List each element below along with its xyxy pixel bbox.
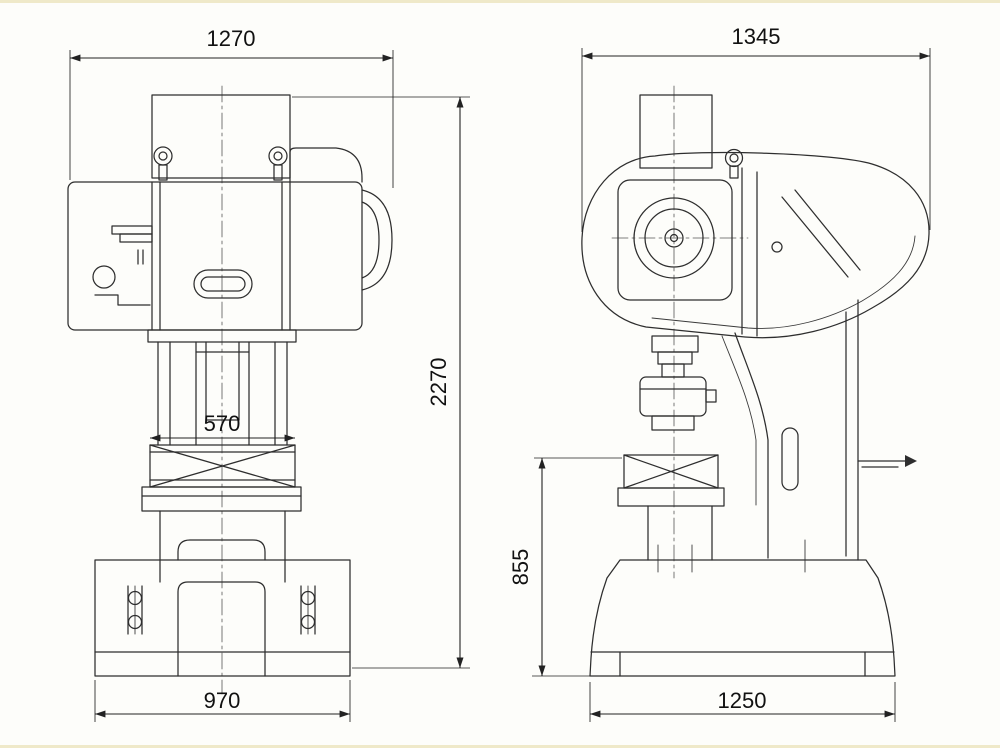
dimension-label-front-base-width: 970 <box>204 688 241 713</box>
scan-edge-bottom <box>0 745 1000 748</box>
front-base <box>94 559 351 677</box>
dimension-overall-height: 2270 <box>292 96 470 669</box>
anchor-slot-right <box>300 585 316 635</box>
c-frame <box>721 241 859 561</box>
side-shaft-details <box>92 225 153 306</box>
column-section <box>147 329 297 446</box>
head-body <box>67 147 393 331</box>
dimension-label-overall-height: 2270 <box>426 358 451 407</box>
side-table <box>617 487 725 507</box>
side-lever <box>857 455 917 468</box>
bolster-cross <box>149 444 296 488</box>
dimension-label-side-base-width: 1250 <box>718 688 767 713</box>
side-stand <box>647 505 806 573</box>
crown-block <box>151 94 291 179</box>
anchor-slot-left <box>127 585 143 635</box>
side-view <box>581 85 930 677</box>
belt-guard <box>581 151 930 339</box>
motor-block <box>639 94 713 169</box>
lifting-eye-bolt-left <box>153 146 173 181</box>
dimension-label-front-width: 1270 <box>207 26 256 51</box>
dimension-front-overall-width: 1270 <box>69 26 394 188</box>
side-bolster <box>623 454 719 489</box>
dimension-label-table-height: 855 <box>508 549 533 586</box>
scan-edge-top <box>0 0 1000 3</box>
dimension-side-overall-width: 1345 <box>581 24 931 232</box>
dimension-label-column-width: 570 <box>204 411 241 436</box>
dimension-column-width: 570 <box>150 411 295 442</box>
dimension-front-base-width: 970 <box>94 680 351 722</box>
stand <box>159 510 286 561</box>
table <box>141 486 302 512</box>
flywheel <box>617 179 733 301</box>
side-base <box>589 559 896 677</box>
dimension-label-side-width: 1345 <box>732 24 781 49</box>
dimension-table-height: 855 <box>508 457 622 677</box>
lifting-eye-bolt-side <box>724 148 744 179</box>
ram-assembly <box>639 335 717 431</box>
front-view <box>67 85 393 695</box>
lifting-eye-bolt-right <box>268 146 288 181</box>
front-slot <box>193 269 253 299</box>
dimension-side-base-width: 1250 <box>589 682 896 722</box>
